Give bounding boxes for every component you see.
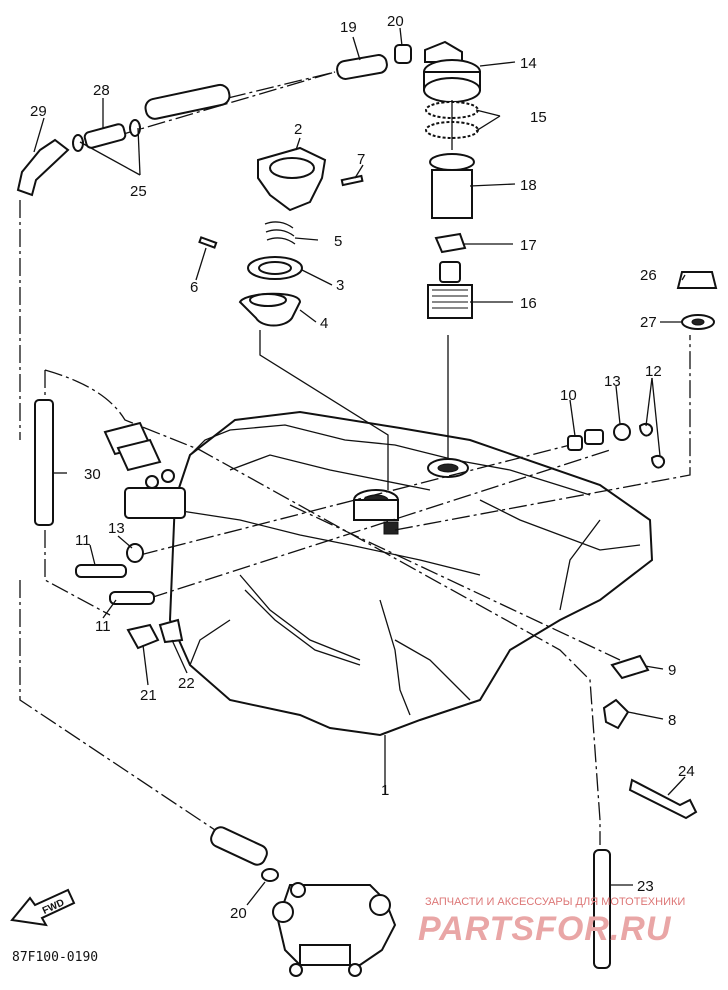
callout-21: 21 — [140, 687, 157, 704]
callout-14: 14 — [520, 55, 537, 72]
assembly-lines — [19, 71, 691, 845]
callout-19: 19 — [340, 19, 357, 36]
callout-23: 23 — [637, 878, 654, 895]
callout-2: 2 — [294, 121, 302, 138]
callout-6: 6 — [190, 279, 198, 296]
callout-27: 27 — [640, 314, 657, 331]
callout-24: 24 — [678, 763, 695, 780]
watermark: ЗАПЧАСТИ И АКСЕССУАРЫ ДЛЯ МОТОТЕХНИКИ PA… — [418, 896, 685, 948]
callout-7: 7 — [357, 151, 365, 168]
callout-26: 26 — [640, 267, 657, 284]
callout-5: 5 — [334, 233, 342, 250]
callout-25: 25 — [130, 183, 147, 200]
callout-17: 17 — [520, 237, 537, 254]
callout-12: 12 — [645, 363, 662, 380]
small-fittings — [567, 271, 718, 820]
breather-hose-parts — [16, 44, 412, 197]
callout-30: 30 — [84, 466, 101, 483]
fuel-pump-assembly — [423, 40, 481, 319]
callout-3: 3 — [336, 277, 344, 294]
callout-20a: 20 — [387, 13, 404, 30]
callout-10: 10 — [560, 387, 577, 404]
fuel-tank-body — [124, 410, 654, 737]
fuel-cap-assembly — [198, 146, 364, 327]
callout-13a: 13 — [604, 373, 621, 390]
watermark-line2: PARTSFOR.RU — [418, 910, 672, 948]
callout-9: 9 — [668, 662, 676, 679]
left-fittings — [34, 399, 184, 650]
callout-20b: 20 — [230, 905, 247, 922]
callout-28: 28 — [93, 82, 110, 99]
callout-22: 22 — [178, 675, 195, 692]
callout-15: 15 — [530, 109, 547, 126]
callout-16: 16 — [520, 295, 537, 312]
callout-1: 1 — [381, 782, 389, 799]
callout-11b: 11 — [95, 618, 111, 635]
callout-leaders — [33, 27, 686, 906]
callout-11a: 11 — [75, 532, 91, 549]
fwd-arrow-icon: FWD — [10, 888, 76, 927]
bottom-parts — [210, 826, 611, 977]
callout-labels: 1 2 3 4 5 6 7 8 9 10 11 11 12 13 13 14 1… — [30, 13, 695, 922]
diagram-code: 87F100-0190 — [12, 950, 98, 965]
watermark-line1: ЗАПЧАСТИ И АКСЕССУАРЫ ДЛЯ МОТОТЕХНИКИ — [425, 896, 685, 908]
callout-18: 18 — [520, 177, 537, 194]
callout-8: 8 — [668, 712, 676, 729]
callout-4: 4 — [320, 315, 328, 332]
callout-29: 29 — [30, 103, 47, 120]
callout-13b: 13 — [108, 520, 125, 537]
